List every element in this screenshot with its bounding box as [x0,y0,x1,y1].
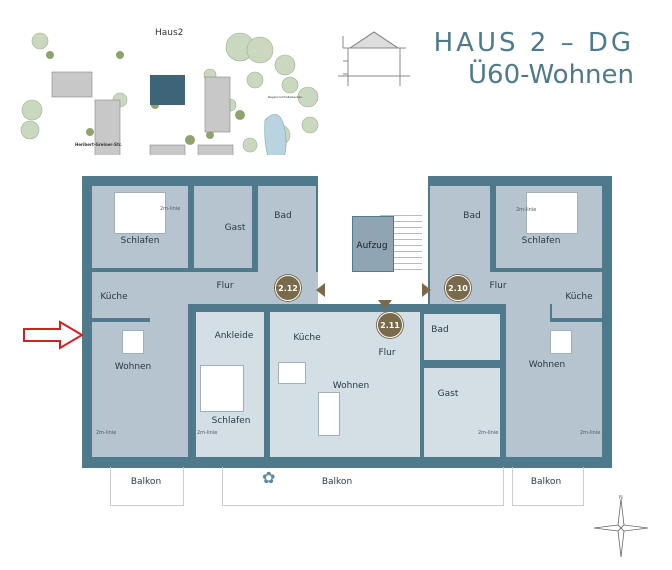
note-2m-line: 2m-linie [580,430,601,436]
label-middle-schlafen: Schlafen [211,416,251,426]
unit-badge-2-12[interactable]: 2.12 [275,275,301,301]
site-plan: Haus2 Heribert-Greiner-Str. Regenrückhal… [10,25,340,171]
label-middle-wohnen: Wohnen [332,381,370,391]
elevator [352,216,394,272]
dining-table [122,330,144,354]
flower-plant-icon: ✿ [262,468,276,487]
room-middle-gast [424,368,500,457]
label-right-wohnen: Wohnen [528,360,566,370]
red-arrow-icon [23,320,84,350]
balcony-right [512,467,584,506]
note-2m-line: 2m-linie [478,430,499,436]
label-left-bad: Bad [274,211,292,221]
dining-table [278,362,306,384]
room-left-kueche [92,272,150,318]
entrance-arrow-down-icon [378,300,392,309]
pond-label: Regenrückhaltebecken [268,95,303,99]
label-left-flur: Flur [216,281,234,291]
svg-text:N: N [619,495,623,501]
label-aufzug: Aufzug [356,241,388,251]
label-left-balkon: Balkon [130,477,162,487]
room-left-bad [258,186,316,276]
label-right-flur: Flur [489,281,507,291]
page-title: HAUS 2 – DG [433,28,634,58]
haus2-highlight [150,75,185,105]
unit-badge-2-10[interactable]: 2.10 [445,275,471,301]
note-2m-line: 2m-linie [516,207,537,213]
site-plan-label: Haus2 [155,28,184,38]
label-right-balkon: Balkon [530,477,562,487]
page-subtitle: Ü60-Wohnen [468,60,634,90]
site-plan-drawing [20,32,319,171]
room-left-gast [194,186,252,268]
room-middle-bad [424,314,500,360]
unit-badge-2-11[interactable]: 2.11 [377,312,403,338]
label-middle-bad: Bad [431,325,449,335]
label-middle-ankleide: Ankleide [214,331,254,341]
bed [114,192,166,234]
label-left-schlafen: Schlafen [120,236,160,246]
room-right-kueche [552,272,602,318]
bed [200,365,244,412]
compass-icon: N [593,495,649,558]
entrance-arrow-right-icon [422,283,431,297]
label-left-gast: Gast [224,223,246,233]
label-left-kueche: Küche [100,292,128,302]
label-right-kueche: Küche [565,292,593,302]
note-2m-line: 2m-linie [96,430,117,436]
balcony-middle [222,467,504,506]
label-middle-balkon: Balkon [321,477,353,487]
room-left-corridor [150,272,188,457]
building-section-icon [338,31,410,86]
note-2m-line: 2m-linie [160,206,181,212]
room-right-bad [430,186,490,276]
bed [526,192,578,234]
label-left-wohnen: Wohnen [114,362,152,372]
note-2m-line: 2m-linie [197,430,218,436]
street-label: Heribert-Greiner-Str. [75,142,122,147]
balcony-left [110,467,184,506]
dining-table [550,330,572,354]
room-right-corridor [506,272,550,457]
label-middle-kueche: Küche [293,333,321,343]
label-middle-flur: Flur [378,348,396,358]
label-right-schlafen: Schlafen [521,236,561,246]
label-right-bad: Bad [463,211,481,221]
entrance-arrow-left-icon [316,283,325,297]
label-middle-gast: Gast [437,389,459,399]
sofa [318,392,340,436]
